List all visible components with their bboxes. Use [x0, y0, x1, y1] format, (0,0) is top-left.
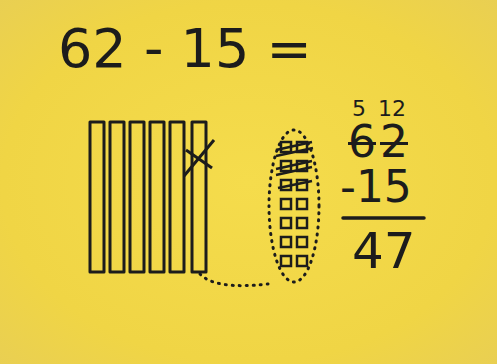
crossed-digit: 6 [348, 120, 376, 164]
cross-mark [184, 140, 214, 176]
equation-heading: 62 - 15 = [58, 22, 312, 76]
subtrahend: -15 [340, 165, 412, 209]
cross-mark [276, 142, 313, 188]
regroup-digit: 5 [352, 98, 366, 120]
sum-line [343, 216, 424, 220]
crossed-digit: 2 [380, 120, 408, 164]
ones-cubes [276, 142, 313, 266]
dotted-trade-line [200, 274, 268, 286]
ten-rod [150, 122, 164, 272]
dotted-loop [269, 130, 319, 282]
ten-rod [192, 122, 206, 272]
regroup-digit: 12 [378, 98, 406, 120]
answer: 47 [352, 226, 416, 276]
cross-mark [186, 150, 212, 168]
ten-rod [170, 122, 184, 272]
ten-rod [130, 122, 144, 272]
ten-rod [90, 122, 104, 272]
ten-rod [110, 122, 124, 272]
